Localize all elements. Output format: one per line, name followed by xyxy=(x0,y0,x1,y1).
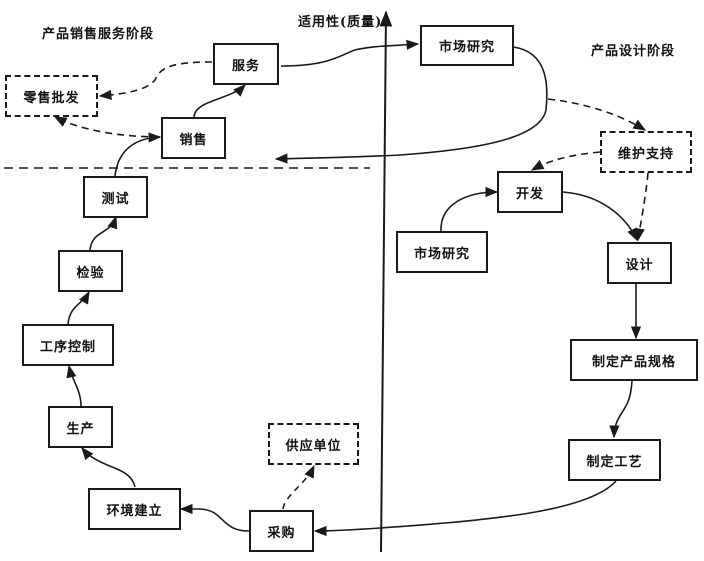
arrow-sales-to-service xyxy=(193,84,246,118)
node-spec: 制定产品规格 xyxy=(570,339,698,381)
node-process-control: 工序控制 xyxy=(22,324,114,366)
sales-stage-label: 产品销售服务阶段 xyxy=(42,27,155,42)
node-service: 服务 xyxy=(213,43,279,85)
arrow-production-to-process-control xyxy=(66,364,82,407)
node-maintenance-support: 维护支持 xyxy=(600,131,692,173)
node-production: 生产 xyxy=(48,406,113,448)
node-supplier: 供应单位 xyxy=(268,423,359,465)
node-testing: 测试 xyxy=(83,176,148,218)
node-environment: 环境建立 xyxy=(88,488,181,530)
arrow-service-to-market-research xyxy=(280,39,420,67)
arrow-maintenance-to-design xyxy=(634,172,649,242)
arrow-market-research-to-development xyxy=(440,186,499,232)
arrow-development-to-design xyxy=(562,191,638,242)
design-stage-label: 产品设计阶段 xyxy=(591,44,676,59)
node-inspection: 检验 xyxy=(58,250,123,292)
arrow-service-to-retail xyxy=(98,61,213,100)
arrow-market-research-loop xyxy=(274,46,548,164)
node-retail-wholesale: 零售批发 xyxy=(5,75,98,117)
arrow-process-control-to-inspection xyxy=(67,290,90,325)
node-market-research: 市场研究 xyxy=(396,231,488,273)
arrow-sales-to-retail xyxy=(53,116,161,138)
quality-axis xyxy=(379,10,393,553)
arrow-purchasing-to-supplier xyxy=(282,464,315,510)
node-development: 开发 xyxy=(497,171,563,213)
node-purchasing: 采购 xyxy=(249,510,314,552)
arrow-maintenance-to-development xyxy=(530,151,601,171)
arrow-spec-to-process xyxy=(609,380,633,439)
arrow-purchasing-to-environment xyxy=(179,503,250,532)
arrow-to-maintenance-support xyxy=(547,98,647,131)
node-process: 制定工艺 xyxy=(568,439,661,481)
node-design: 设计 xyxy=(607,242,672,284)
arrow-environment-to-production xyxy=(81,447,136,488)
arrow-testing-to-sales xyxy=(114,132,162,177)
axis-label: 适用性(质量) xyxy=(298,15,383,30)
node-sales: 销售 xyxy=(161,117,226,159)
arrow-process-to-purchasing xyxy=(313,480,617,537)
node-market-research-top: 市场研究 xyxy=(420,25,514,66)
arrow-inspection-to-testing xyxy=(89,215,118,251)
